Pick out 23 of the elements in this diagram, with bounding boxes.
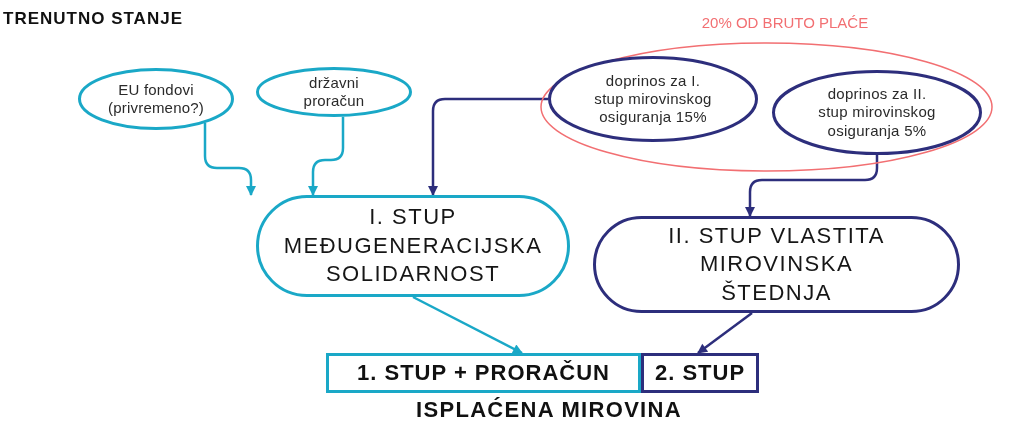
node-text: II. STUP VLASTITA MIROVINSKA ŠTEDNJA <box>667 221 886 307</box>
oval-node <box>78 68 234 130</box>
oval-node <box>256 67 412 117</box>
node-text: doprinos za I. stup mirovinskog osiguranja 15% <box>593 71 713 127</box>
payout-segment <box>326 353 641 393</box>
flow-arrow <box>428 97 548 196</box>
group-heading: 20% OD BRUTO PLAĆE <box>700 14 870 31</box>
oval-node <box>548 56 758 142</box>
node-text: doprinos za II. stup mirovinskog osiguranja 5% <box>817 85 937 140</box>
flow-arrow <box>745 155 879 217</box>
node-text: 1. STUP + PRORAČUN <box>357 360 610 386</box>
oval-node <box>772 70 982 155</box>
node-text: EU fondovi (privremeno?) <box>107 80 205 118</box>
flow-arrow <box>308 116 345 196</box>
flow-arrow <box>412 295 523 355</box>
node-text: I. STUP MEĐUGENERACIJSKA SOLIDARNOST <box>282 203 544 289</box>
node-text: 2. STUP <box>654 360 746 386</box>
payout-segment <box>641 353 759 393</box>
bar-caption: ISPLAĆENA MIROVINA <box>416 397 682 422</box>
flow-arrow <box>203 123 256 196</box>
node-text: državni proračun <box>302 73 366 111</box>
flow-arrow <box>697 312 753 354</box>
title: TRENUTNO STANJE <box>3 9 183 29</box>
